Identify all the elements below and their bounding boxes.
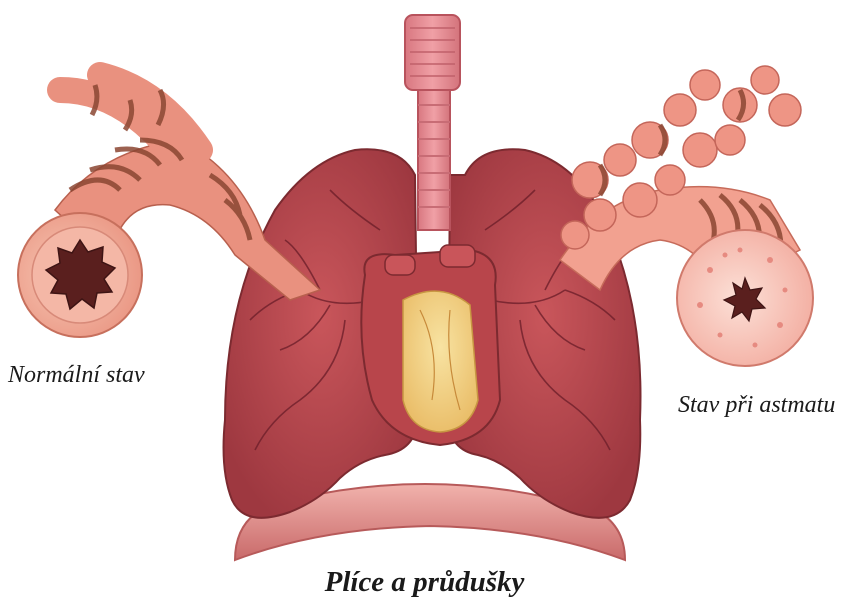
heart-icon bbox=[361, 245, 500, 445]
normal-state-label: Normální stav bbox=[8, 362, 145, 389]
asthma-state-label: Stav při astmatu bbox=[678, 392, 835, 419]
diagram-title: Plíce a průdušky bbox=[0, 566, 849, 599]
